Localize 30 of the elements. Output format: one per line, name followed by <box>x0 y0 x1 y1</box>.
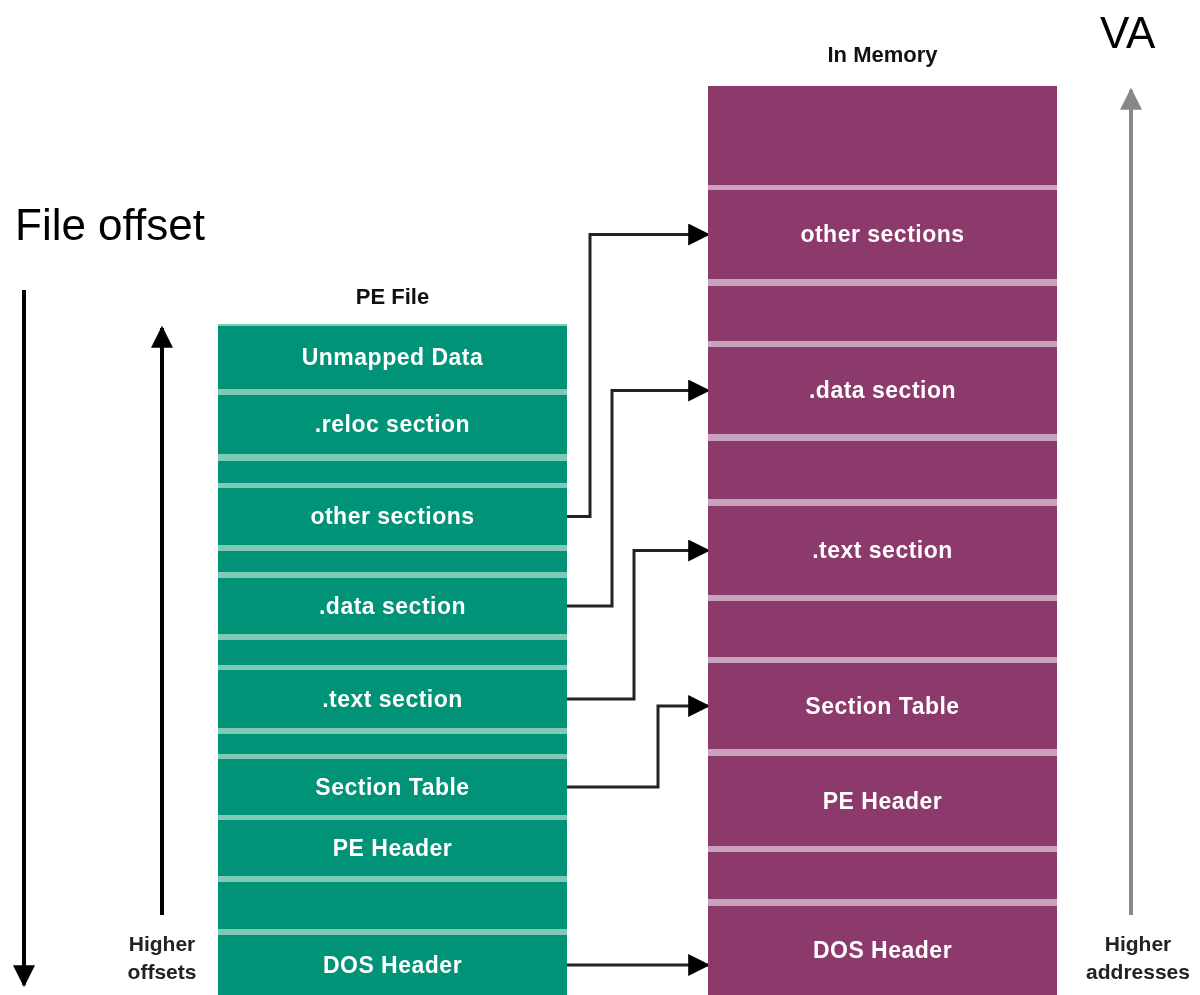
section-block: Section Table <box>218 759 567 815</box>
section-block: .data section <box>218 578 567 634</box>
empty-block <box>218 882 567 929</box>
section-block: DOS Header <box>218 935 567 995</box>
section-block: DOS Header <box>708 906 1057 995</box>
section-block: Unmapped Data <box>218 326 567 389</box>
section-block: other sections <box>708 190 1057 279</box>
empty-block <box>708 852 1057 899</box>
empty-block <box>218 734 567 754</box>
empty-block <box>708 286 1057 341</box>
section-block: .text section <box>218 670 567 728</box>
axis-label: VA <box>1100 8 1157 58</box>
empty-block <box>218 461 567 483</box>
section-block: .reloc section <box>218 395 567 454</box>
empty-block <box>708 601 1057 657</box>
empty-block <box>218 551 567 572</box>
empty-block <box>708 441 1057 499</box>
section-block: .text section <box>708 506 1057 595</box>
column-heading: In Memory <box>826 42 939 68</box>
empty-block <box>218 640 567 665</box>
column-heading: PE File <box>354 284 431 310</box>
axis-label: File offset <box>15 200 206 250</box>
section-block: other sections <box>218 488 567 545</box>
direction-label: Higher addresses <box>1085 931 1191 985</box>
direction-label: Higher offsets <box>126 931 198 985</box>
section-block: .data section <box>708 347 1057 434</box>
section-block: PE Header <box>218 820 567 876</box>
section-block: Section Table <box>708 663 1057 749</box>
empty-block <box>708 86 1057 185</box>
section-block: PE Header <box>708 756 1057 846</box>
